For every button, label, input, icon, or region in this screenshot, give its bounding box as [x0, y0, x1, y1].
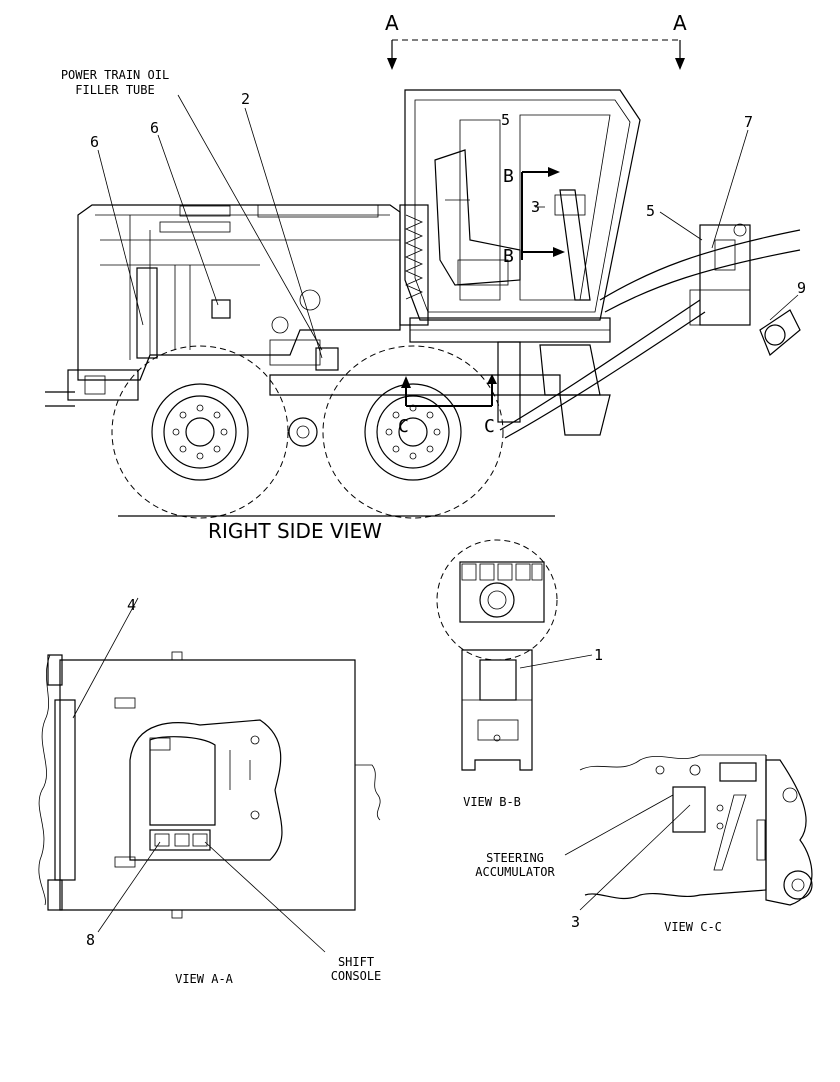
section-b-upper-letter: B	[503, 166, 514, 187]
section-c-right-letter: C	[484, 416, 495, 437]
steering-accumulator-leader	[564, 794, 674, 856]
section-b-lower-letter: B	[503, 246, 514, 267]
item-8-leader	[97, 841, 161, 933]
item-number-7: 7	[744, 113, 753, 131]
view-cc-title: VIEW C-C	[664, 920, 722, 934]
section-a-left-letter: A	[385, 11, 399, 35]
steering-accumulator-label-line2: ACCUMULATOR	[475, 865, 555, 879]
view-cc-drawing	[579, 754, 813, 906]
section-c-cut-line	[401, 374, 497, 407]
item-4-leader	[72, 597, 139, 719]
item-number-8: 8	[86, 931, 95, 949]
item-number-2: 2	[241, 90, 250, 108]
item-number-5-cab: 5	[501, 111, 510, 129]
section-a-cut-line	[387, 39, 685, 70]
item-number-9: 9	[797, 279, 806, 297]
right-side-view-drawing	[45, 89, 801, 519]
item-number-5-front: 5	[646, 202, 655, 220]
shift-console-leader	[204, 841, 326, 953]
power-train-oil-label-line2: FILLER TUBE	[75, 83, 154, 97]
item-3-leader	[579, 804, 691, 911]
item-number-3-cab: 3	[531, 198, 540, 216]
right-side-leader-lines	[97, 94, 799, 359]
section-b-cut-line	[521, 167, 565, 260]
view-aa-title: VIEW A-A	[175, 972, 234, 986]
item-number-6-mid: 6	[150, 119, 159, 137]
right-side-view-title: RIGHT SIDE VIEW	[208, 519, 382, 543]
steering-accumulator-label-line1: STEERING	[486, 851, 544, 865]
item-number-6-left: 6	[90, 133, 99, 151]
item-number-3: 3	[571, 913, 580, 931]
shift-console-label-line1: SHIFT	[338, 955, 374, 969]
item-1-leader	[519, 654, 593, 669]
section-a-right-letter: A	[673, 11, 687, 35]
view-bb-title: VIEW B-B	[463, 795, 521, 809]
view-bb-drawing	[436, 539, 558, 771]
power-train-oil-label-line1: POWER TRAIN OIL	[61, 68, 169, 82]
view-aa-drawing	[38, 651, 381, 919]
shift-console-label-line2: CONSOLE	[331, 969, 382, 983]
item-number-4: 4	[127, 596, 136, 614]
section-c-left-letter: C	[398, 416, 409, 437]
item-number-1: 1	[594, 646, 603, 664]
